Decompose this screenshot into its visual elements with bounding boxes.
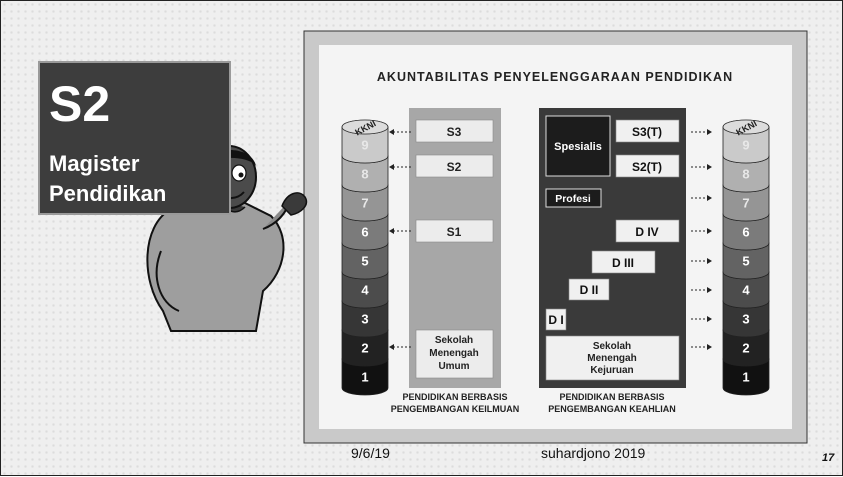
character-shirt [146,194,285,332]
s3-label: S3 [447,125,462,139]
left-arrows [393,131,411,348]
s2-box [415,154,494,178]
kkni-right-level-5: 5 [742,254,749,269]
kkni-right-segment-8 [722,155,770,193]
kkni-left-segment-2 [341,329,389,367]
kkni-right-segment-5 [722,242,770,280]
kkni-right-level-2: 2 [742,341,749,356]
s2t-label: S2(T) [632,160,662,174]
kkni-right-segment-6 [722,213,770,251]
specialist-label: Spesialis [554,141,602,153]
d2-box [568,278,610,301]
kkni-right-top-cap [722,119,770,135]
kkni-left-level-6: 6 [361,225,368,240]
title-box [38,61,231,215]
kkni-left-level-2: 2 [361,341,368,356]
general-school-box [415,329,494,379]
d4-label: D IV [635,225,658,239]
kkni-right-segment-3 [722,300,770,338]
kkni-right-segment-9 [722,126,770,164]
vocational-caption-line-2: PENGEMBANGAN KEAHLIAN [548,404,676,414]
academic-caption-line-2: PENGEMBANGAN KEILMUAN [391,404,520,414]
kkni-left-level-3: 3 [361,312,368,327]
kkni-right-segment-4 [722,271,770,309]
kkni-right-segment-7 [722,184,770,222]
d1-label: D I [548,313,563,327]
kkni-right-level-4: 4 [742,283,750,298]
kkni-left-level-8: 8 [361,167,368,182]
page-number: 17 [822,452,835,464]
s2-label: S2 [447,160,462,174]
right-arrowheads [707,129,712,350]
kkni-right-level-1: 1 [742,370,749,385]
slide-subtitle-line-1: Magister [49,151,140,176]
kkni-left-level-1: 1 [361,370,368,385]
d4-box [615,219,680,243]
slide-subtitle-line-2: Pendidikan [49,181,167,206]
character-left-arm [155,250,180,312]
kkni-left-segment-4 [341,271,389,309]
footer-date: 9/6/19 [351,445,390,461]
kkni-left-segment-6 [341,213,389,251]
s1-box [415,219,494,243]
s1-label: S1 [447,225,462,239]
academic-caption-line-1: PENDIDIKAN BERBASIS [402,392,507,402]
kkni-left-top-cap [341,119,389,135]
profesi-label: Profesi [555,193,591,205]
figure-title: AKUNTABILITAS PENYELENGGARAAN PENDIDIKAN [377,70,733,84]
specialist-box [545,115,611,177]
vocational-school-line-3: Kejuruan [590,365,633,376]
kkni-left-level-4: 4 [361,283,369,298]
d1-box [545,308,567,331]
s2t-box [615,154,680,178]
kkni-left-segment-7 [341,184,389,222]
kkni-right-segment-2 [722,329,770,367]
vocational-school-line-1: Sekolah [593,341,631,352]
d3-box [591,250,656,274]
kkni-right-segment-1 [722,358,770,396]
s3t-box [615,119,680,143]
vocational-school-box [545,335,680,381]
left-arrowheads [389,129,394,350]
s3t-label: S3(T) [632,125,662,139]
right-arrows [691,131,707,348]
kkni-right-level-6: 6 [742,225,749,240]
d3-label: D III [612,256,634,270]
slide-heading: S2 [49,76,111,132]
d2-label: D II [580,283,599,297]
kkni-right-level-8: 8 [742,167,749,182]
s3-box [415,119,494,143]
vocational-caption-line-1: PENDIDIKAN BERBASIS [559,392,664,402]
profesi-box [545,188,602,208]
kkni-left-level-5: 5 [361,254,368,269]
kkni-left-segment-8 [341,155,389,193]
general-school-line-1: Sekolah [435,335,473,346]
character-right-pupil [238,172,244,178]
kkni-left-segment-1 [341,358,389,396]
kkni-left-segment-9 [341,126,389,164]
kkni-right-level-7: 7 [742,196,749,211]
footer-author: suhardjono 2019 [541,445,646,461]
kkni-right-level-3: 3 [742,312,749,327]
character-hand [281,192,308,216]
vocational-school-line-2: Menengah [587,353,636,364]
kkni-left-level-9: 9 [361,138,368,153]
character-right-eye [231,164,247,182]
kkni-left-segment-3 [341,300,389,338]
kkni-right-level-9: 9 [742,138,749,153]
general-school-line-2: Menengah [429,348,478,359]
kkni-left-segment-5 [341,242,389,280]
kkni-left-level-7: 7 [361,196,368,211]
general-school-line-3: Umum [438,361,469,372]
